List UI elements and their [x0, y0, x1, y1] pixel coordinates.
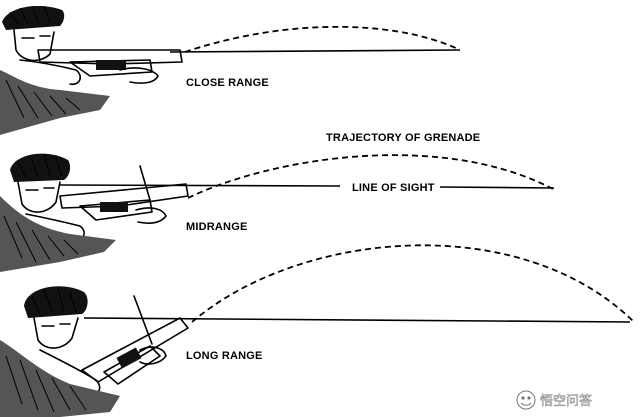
watermark: 悟空问答 [516, 390, 592, 410]
soldier-long-icon [0, 286, 189, 417]
panel-close-range: CLOSE RANGE [0, 5, 461, 135]
line-of-sight-mid-right [439, 186, 555, 189]
midrange-label: MIDRANGE [186, 221, 248, 233]
close-range-label: CLOSE RANGE [186, 77, 269, 89]
line-of-sight-label: LINE OF SIGHT [352, 182, 435, 194]
trajectory-long [191, 244, 635, 323]
soldier-mid-icon [0, 153, 189, 272]
soldier-close-icon [0, 5, 183, 135]
panel-midrange: TRAJECTORY OF GRENADE LINE OF SIGHT MIDR… [0, 132, 555, 272]
trajectory-mid [187, 154, 554, 199]
wukong-qa-logo-icon [516, 390, 536, 410]
line-of-sight-mid-left [59, 184, 341, 187]
trajectory-close [184, 25, 459, 53]
panel-long-range: LONG RANGE [0, 244, 635, 417]
watermark-text: 悟空问答 [540, 393, 592, 409]
line-of-sight-long [83, 317, 631, 323]
long-range-label: LONG RANGE [186, 350, 263, 362]
trajectory-label: TRAJECTORY OF GRENADE [326, 132, 480, 144]
line-of-sight-close [169, 49, 461, 53]
